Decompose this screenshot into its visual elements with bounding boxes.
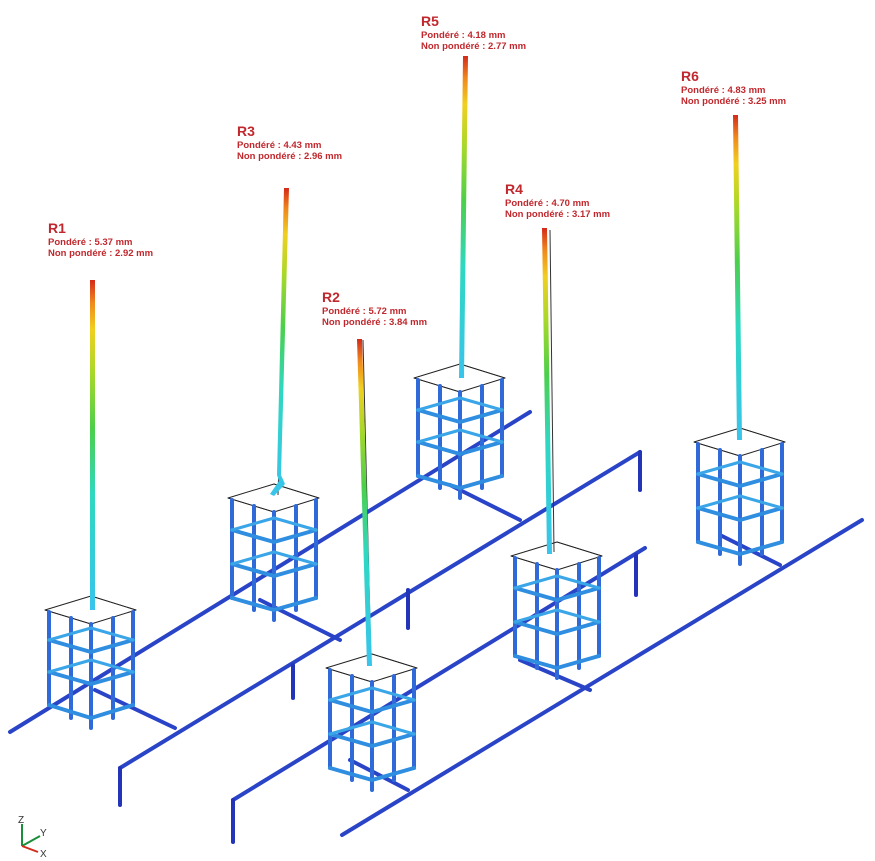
tower-r6: [693, 427, 786, 566]
riser-r6: [733, 115, 742, 440]
tower-r2: [325, 653, 418, 792]
unweighted-displacement: Non pondéré : 2.96 mm: [237, 151, 343, 163]
unweighted-displacement: Non pondéré : 3.84 mm: [322, 317, 428, 329]
riser-r4-reference: [549, 229, 555, 553]
axis-triad-icon: Z Y X: [18, 815, 47, 858]
unweighted-displacement: Non pondéré : 3.25 mm: [681, 96, 787, 108]
axis-y-label: Y: [40, 828, 47, 839]
riser-id: R1: [48, 220, 66, 236]
callout-r5: R5 Pondéré : 4.18 mm Non pondéré : 2.77 …: [421, 13, 526, 53]
riser-r1: [90, 280, 95, 610]
callout-r3: R3 Pondéré : 4.43 mm Non pondéré : 2.96 …: [237, 123, 342, 163]
weighted-displacement: Pondéré : 4.70 mm: [505, 198, 590, 210]
weighted-displacement: Pondéré : 5.72 mm: [322, 306, 407, 318]
riser-r4: [542, 228, 552, 554]
weighted-displacement: Pondéré : 4.18 mm: [421, 30, 506, 42]
tower-r3: [227, 483, 320, 622]
pipe-run-right: [231, 546, 647, 802]
riser-r2: [357, 339, 372, 666]
pipe-run-left: [8, 410, 532, 734]
callout-r2: R2 Pondéré : 5.72 mm Non pondéré : 3.84 …: [322, 289, 427, 329]
unweighted-displacement: Non pondéré : 2.92 mm: [48, 248, 154, 260]
callout-r1: R1 Pondéré : 5.37 mm Non pondéré : 2.92 …: [48, 220, 153, 260]
towers: [44, 363, 786, 792]
riser-id: R5: [421, 13, 439, 29]
weighted-displacement: Pondéré : 5.37 mm: [48, 237, 133, 249]
riser-id: R6: [681, 68, 699, 84]
riser-r5: [459, 56, 468, 378]
callout-r4: R4 Pondéré : 4.70 mm Non pondéré : 3.17 …: [505, 181, 610, 221]
weighted-displacement: Pondéré : 4.83 mm: [681, 85, 766, 97]
axis-z-label: Z: [18, 815, 24, 826]
pipe-run-right-2: [340, 518, 864, 837]
riser-r3: [270, 188, 289, 496]
axis-x-label: X: [40, 849, 47, 858]
pipe-cross-1: [93, 688, 177, 730]
tower-r1: [44, 595, 137, 730]
tower-r4: [510, 541, 603, 680]
pipe-network: [8, 410, 864, 844]
weighted-displacement: Pondéré : 4.43 mm: [237, 140, 322, 152]
risers: [90, 56, 742, 666]
callout-r6: R6 Pondéré : 4.83 mm Non pondéré : 3.25 …: [681, 68, 786, 108]
unweighted-displacement: Non pondéré : 3.17 mm: [505, 209, 611, 221]
riser-id: R4: [505, 181, 523, 197]
pipe-cross-4: [348, 758, 410, 792]
unweighted-displacement: Non pondéré : 2.77 mm: [421, 41, 527, 53]
tower-r5: [413, 363, 506, 500]
riser-id: R3: [237, 123, 255, 139]
riser-id: R2: [322, 289, 340, 305]
